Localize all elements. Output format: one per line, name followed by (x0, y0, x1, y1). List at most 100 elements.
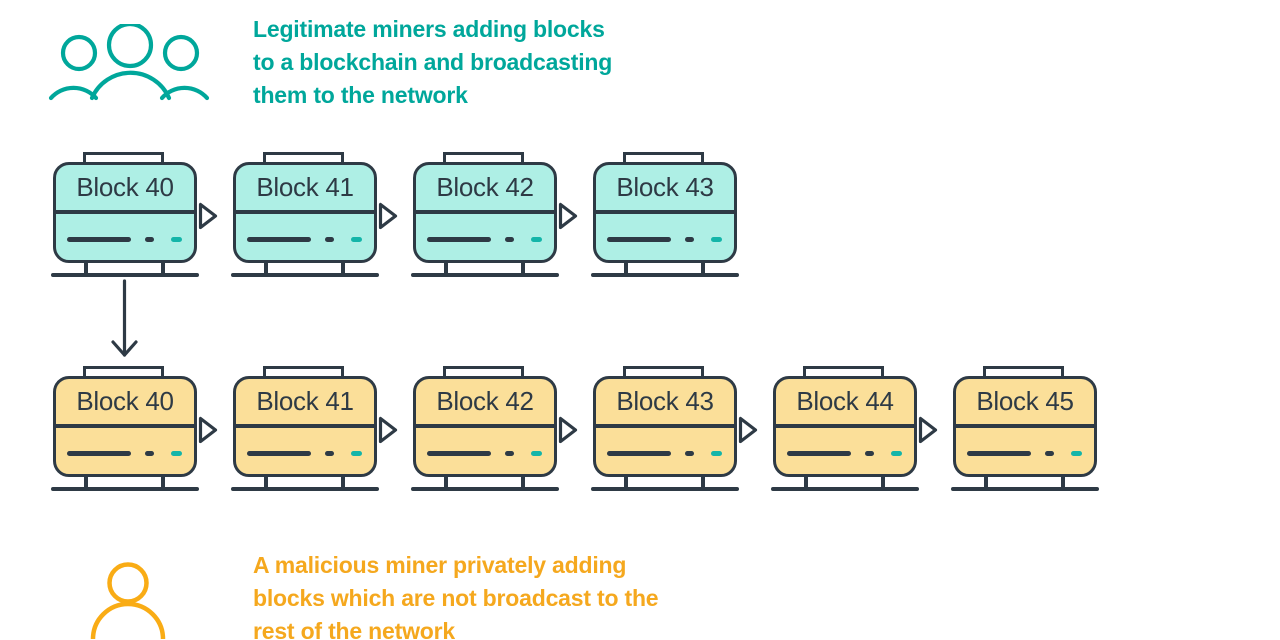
hash-dash-short (325, 237, 334, 242)
chain-arrow-icon (558, 202, 578, 230)
hash-dash-short (505, 237, 514, 242)
block-body: Block 42 (413, 162, 557, 263)
block-leg-right (341, 476, 345, 487)
hash-dash-accent (351, 237, 362, 242)
block-divider (416, 424, 554, 428)
block-leg-right (521, 476, 525, 487)
block-hash-dashes (247, 451, 362, 456)
block-leg-left (84, 262, 88, 273)
block-leg-right (881, 476, 885, 487)
block-divider (236, 210, 374, 214)
block-body: Block 41 (233, 376, 377, 477)
block-leg-right (1061, 476, 1065, 487)
block-hash-dashes (427, 237, 542, 242)
block-label: Block 44 (796, 386, 894, 416)
block-label: Block 41 (256, 386, 354, 416)
block-label: Block 43 (616, 172, 714, 202)
chain-arrow-icon (198, 202, 218, 230)
block-block-42: Block 42 (411, 152, 578, 277)
hash-dash-long (67, 451, 131, 456)
malicious-miner-icon (90, 562, 166, 639)
block-body: Block 45 (953, 376, 1097, 477)
block-divider (596, 210, 734, 214)
block-block-43: Block 43 (591, 366, 758, 491)
block-hash-dashes (67, 237, 182, 242)
block-leg-left (984, 476, 988, 487)
block-label: Block 40 (76, 172, 174, 202)
block-hash-dashes (787, 451, 902, 456)
hash-dash-accent (1071, 451, 1082, 456)
block-base-line (591, 273, 739, 277)
block-leg-right (341, 262, 345, 273)
hash-dash-accent (531, 451, 542, 456)
block-label: Block 41 (256, 172, 354, 202)
hash-dash-accent (891, 451, 902, 456)
private-chain-row: Block 40 Block 41 Block 42 Block 43 Block 44… (51, 366, 1099, 491)
block-body: Block 43 (593, 376, 737, 477)
block-body: Block 40 (53, 376, 197, 477)
block-base-line (231, 273, 379, 277)
block-block-40: Block 40 (51, 152, 218, 277)
block-hash-dashes (67, 451, 182, 456)
block-base-line (411, 487, 559, 491)
block-body: Block 44 (773, 376, 917, 477)
chain-arrow-icon (378, 416, 398, 444)
hash-dash-long (787, 451, 851, 456)
block-body: Block 42 (413, 376, 557, 477)
hash-dash-long (967, 451, 1031, 456)
block-base-line (51, 487, 199, 491)
hash-dash-short (865, 451, 874, 456)
block-leg-right (521, 262, 525, 273)
block-body: Block 41 (233, 162, 377, 263)
hash-dash-long (427, 451, 491, 456)
block-hash-dashes (967, 451, 1082, 456)
hash-dash-short (1045, 451, 1054, 456)
block-divider (56, 424, 194, 428)
block-label: Block 43 (616, 386, 714, 416)
chain-arrow-icon (918, 416, 938, 444)
hash-dash-accent (171, 237, 182, 242)
hash-dash-long (607, 237, 671, 242)
hash-dash-accent (351, 451, 362, 456)
hash-dash-accent (531, 237, 542, 242)
hash-dash-accent (711, 237, 722, 242)
hash-dash-long (427, 237, 491, 242)
miners-group-icon (48, 24, 210, 101)
block-body: Block 43 (593, 162, 737, 263)
block-block-41: Block 41 (231, 152, 398, 277)
block-divider (236, 424, 374, 428)
block-leg-left (624, 262, 628, 273)
block-base-line (231, 487, 379, 491)
block-leg-left (444, 476, 448, 487)
block-leg-left (804, 476, 808, 487)
hash-dash-long (607, 451, 671, 456)
block-divider (56, 210, 194, 214)
block-leg-right (701, 262, 705, 273)
block-block-42: Block 42 (411, 366, 578, 491)
public-chain-row: Block 40 Block 41 Block 42 Block 43 (51, 152, 739, 277)
block-leg-right (161, 262, 165, 273)
hash-dash-accent (711, 451, 722, 456)
legitimate-miners-caption: Legitimate miners adding blocks to a blo… (253, 16, 613, 108)
block-base-line (411, 273, 559, 277)
block-block-41: Block 41 (231, 366, 398, 491)
hash-dash-long (247, 237, 311, 242)
block-leg-right (701, 476, 705, 487)
block-divider (956, 424, 1094, 428)
block-label: Block 42 (436, 386, 534, 416)
chain-arrow-icon (198, 416, 218, 444)
block-block-43: Block 43 (591, 152, 739, 277)
block-hash-dashes (427, 451, 542, 456)
hash-dash-long (247, 451, 311, 456)
chain-arrow-icon (378, 202, 398, 230)
block-label: Block 45 (976, 386, 1074, 416)
block-divider (776, 424, 914, 428)
hash-dash-short (145, 451, 154, 456)
block-block-44: Block 44 (771, 366, 938, 491)
block-hash-dashes (247, 237, 362, 242)
block-leg-left (624, 476, 628, 487)
chain-arrow-icon (558, 416, 578, 444)
hash-dash-accent (171, 451, 182, 456)
block-base-line (51, 273, 199, 277)
